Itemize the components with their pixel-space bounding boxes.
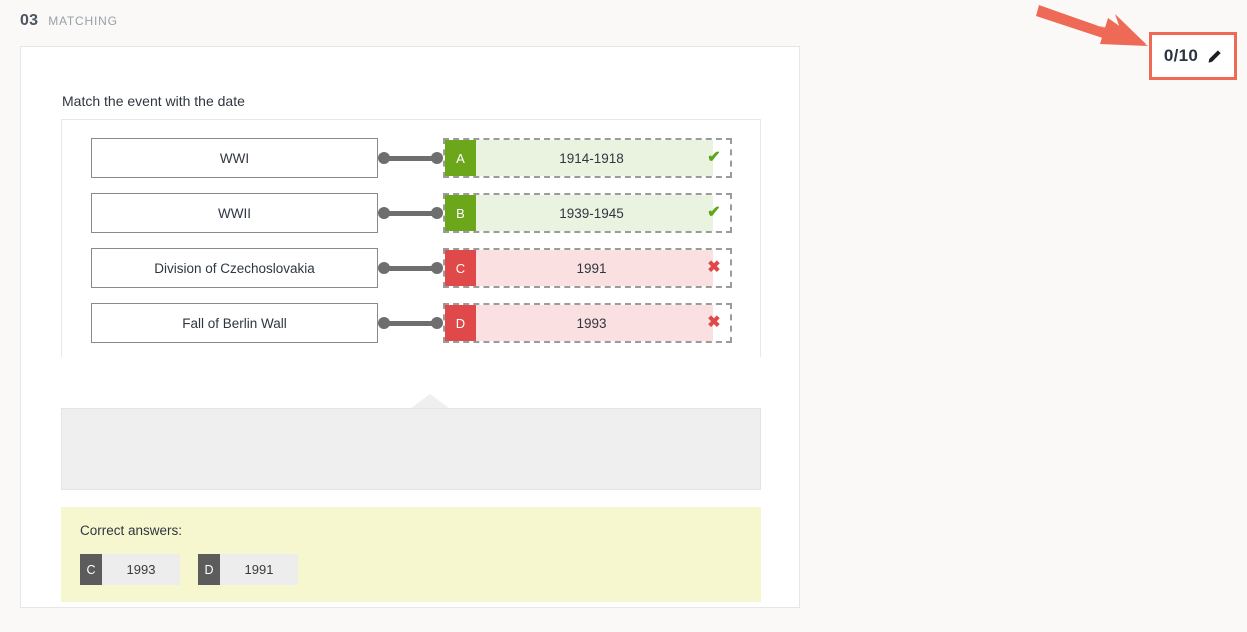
check-icon: ✔ <box>707 204 721 221</box>
match-row: Division of Czechoslovakia C 1991 ✖ <box>62 248 760 288</box>
connector-knob-right <box>431 207 443 219</box>
question-prompt: Match the event with the date <box>62 93 245 109</box>
chip-value: 1991 <box>220 554 298 585</box>
connector-bar <box>384 156 437 161</box>
answer-box[interactable]: B 1939-1945 ✔ <box>443 193 732 233</box>
panel-notch <box>411 394 449 408</box>
check-icon: ✔ <box>707 149 721 166</box>
score-value: 0/10 <box>1163 46 1199 65</box>
connector-knob-right <box>431 317 443 329</box>
answer-text: 1993 <box>576 315 607 331</box>
question-card: Match the event with the date WWI A 1914… <box>20 46 800 608</box>
correct-answers-chips: C 1993 D 1991 <box>80 554 761 585</box>
connector-line[interactable] <box>378 151 443 165</box>
term-box[interactable]: WWI <box>91 138 378 178</box>
matching-panel: WWI A 1914-1918 ✔ WWII <box>61 119 761 357</box>
connector-knob-right <box>431 262 443 274</box>
question-type-label: MATCHING <box>48 14 118 28</box>
answer-fill: C 1991 <box>445 250 713 286</box>
connector-bar <box>384 321 437 326</box>
match-row: WWI A 1914-1918 ✔ <box>62 138 760 178</box>
answer-fill: D 1993 <box>445 305 713 341</box>
score-badge[interactable]: 0/10 <box>1149 32 1237 80</box>
term-box[interactable]: Division of Czechoslovakia <box>91 248 378 288</box>
answer-letter-badge: D <box>445 305 476 341</box>
annotation-arrow-icon <box>1036 5 1148 46</box>
term-box[interactable]: WWII <box>91 193 378 233</box>
answer-letter-badge: B <box>445 195 476 231</box>
correct-answers-block: Correct answers: C 1993 D 1991 <box>61 507 761 602</box>
correct-answers-title: Correct answers: <box>80 523 183 538</box>
answer-text: 1914-1918 <box>559 150 624 166</box>
answer-fill: B 1939-1945 <box>445 195 713 231</box>
question-header: 03 MATCHING <box>20 12 118 30</box>
connector-line[interactable] <box>378 316 443 330</box>
connector-knob-right <box>431 152 443 164</box>
correct-answer-chip: C 1993 <box>80 554 180 585</box>
answer-letter-badge: C <box>445 250 476 286</box>
correct-answer-chip: D 1991 <box>198 554 298 585</box>
connector-line[interactable] <box>378 206 443 220</box>
match-row: WWII B 1939-1945 ✔ <box>62 193 760 233</box>
connector-bar <box>384 211 437 216</box>
cross-icon: ✖ <box>707 259 721 276</box>
match-row: Fall of Berlin Wall D 1993 ✖ <box>62 303 760 343</box>
answer-box[interactable]: C 1991 ✖ <box>443 248 732 288</box>
chip-value: 1993 <box>102 554 180 585</box>
question-number: 03 <box>20 12 39 29</box>
answer-text: 1991 <box>576 260 607 276</box>
answer-box[interactable]: D 1993 ✖ <box>443 303 732 343</box>
pencil-icon[interactable] <box>1207 49 1222 64</box>
answer-text: 1939-1945 <box>559 205 624 221</box>
chip-letter-badge: C <box>80 554 102 585</box>
answer-box[interactable]: A 1914-1918 ✔ <box>443 138 732 178</box>
cross-icon: ✖ <box>707 314 721 331</box>
connector-bar <box>384 266 437 271</box>
panel-footer-area <box>61 408 761 490</box>
answer-fill: A 1914-1918 <box>445 140 713 176</box>
chip-letter-badge: D <box>198 554 220 585</box>
term-box[interactable]: Fall of Berlin Wall <box>91 303 378 343</box>
answer-letter-badge: A <box>445 140 476 176</box>
connector-line[interactable] <box>378 261 443 275</box>
